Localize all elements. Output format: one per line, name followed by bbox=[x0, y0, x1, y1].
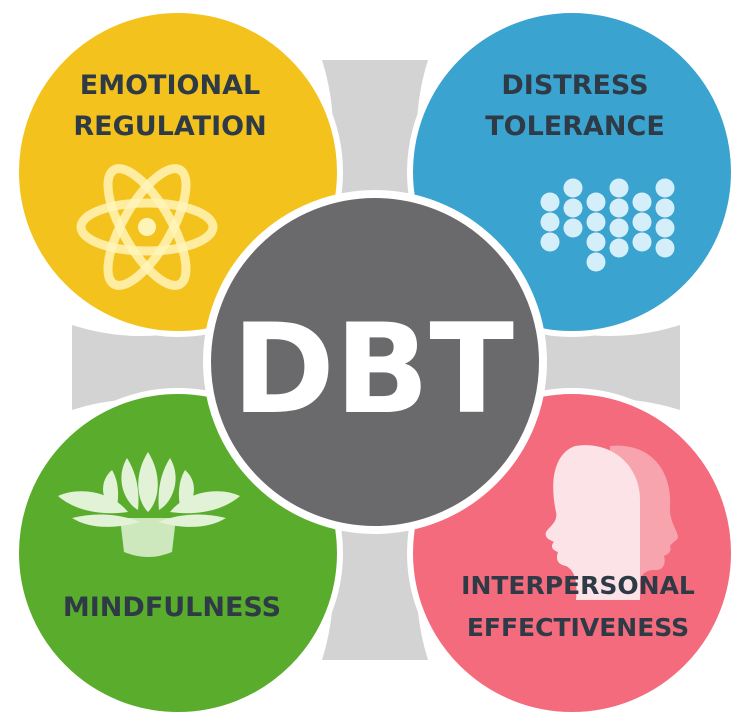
bead bbox=[655, 178, 675, 198]
bead bbox=[563, 178, 583, 198]
distress-tolerance-line1: DISTRESS bbox=[501, 70, 648, 101]
bead bbox=[609, 198, 629, 218]
bead bbox=[632, 192, 652, 212]
bead bbox=[655, 218, 675, 238]
distress-tolerance-line2: TOLERANCE bbox=[485, 111, 665, 142]
two-heads-icon bbox=[545, 445, 679, 600]
bead bbox=[540, 212, 560, 232]
bead bbox=[586, 252, 606, 272]
bead bbox=[586, 192, 606, 212]
interpersonal-effectiveness-line2: EFFECTIVENESS bbox=[467, 613, 689, 642]
bead bbox=[655, 198, 675, 218]
bead bbox=[632, 212, 652, 232]
dbt-center-circle bbox=[203, 190, 547, 534]
emotional-regulation-line1: EMOTIONAL bbox=[80, 70, 260, 101]
bead bbox=[655, 238, 675, 258]
bead bbox=[540, 192, 560, 212]
emotional-regulation-line2: REGULATION bbox=[73, 111, 266, 142]
bead bbox=[563, 218, 583, 238]
dbt-center-label: DBT bbox=[232, 298, 514, 442]
bead-columns-icon bbox=[540, 178, 675, 272]
connector-top bbox=[322, 60, 428, 200]
bead bbox=[609, 238, 629, 258]
bead bbox=[540, 232, 560, 252]
bead bbox=[563, 198, 583, 218]
atom-icon bbox=[76, 164, 218, 290]
bead bbox=[609, 218, 629, 238]
lotus-icon bbox=[58, 452, 240, 557]
connector-bottom bbox=[322, 520, 428, 660]
bead bbox=[586, 232, 606, 252]
bead bbox=[632, 232, 652, 252]
bead bbox=[609, 178, 629, 198]
interpersonal-effectiveness-line1: INTERPERSONAL bbox=[461, 571, 695, 600]
bead bbox=[586, 212, 606, 232]
mindfulness-label: MINDFULNESS bbox=[63, 592, 281, 623]
